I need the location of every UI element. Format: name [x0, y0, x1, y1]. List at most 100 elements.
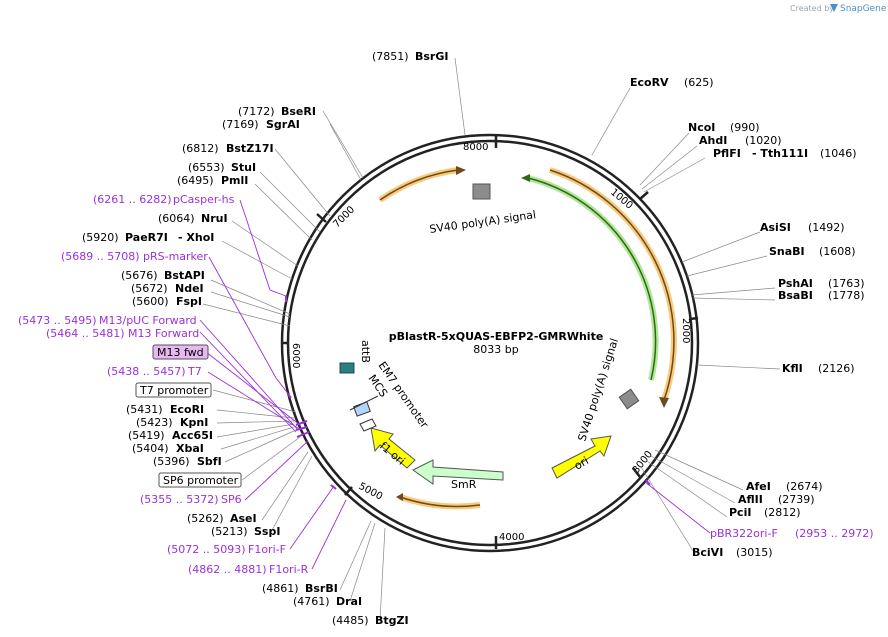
t7-pos: (5438 .. 5457) — [107, 365, 186, 378]
paer7i-name: PaeR7I — [125, 231, 168, 244]
sp6-pos: (5355 .. 5372) — [140, 493, 219, 506]
paer7i-name2: - XhoI — [178, 231, 214, 244]
sv40-top-arc-halo — [378, 167, 459, 203]
pcii-pos: (2812) — [764, 506, 801, 519]
bseri-pos: (7172) — [238, 105, 275, 118]
snabi-pos: (1608) — [819, 245, 856, 258]
bottom-arrowhead-icon — [396, 493, 403, 501]
pmli-pos: (6495) — [177, 174, 214, 187]
sv40-top-arrowhead-icon — [456, 166, 466, 175]
green-arrowhead-icon — [521, 174, 530, 182]
tick-2000: 2000 — [680, 318, 691, 343]
smr-label: SmR — [451, 478, 477, 491]
pshai-pos: (1763) — [828, 277, 865, 290]
ecorv-name: EcoRV — [630, 76, 669, 89]
smr-arrow — [412, 459, 504, 485]
bsrbi-pos: (4861) — [262, 582, 299, 595]
afei-name: AfeI — [746, 480, 771, 493]
plasmid-size: 8033 bp — [473, 343, 518, 356]
ndei-name: NdeI — [175, 282, 204, 295]
sv40-top-label: SV40 poly(A) signal — [429, 208, 537, 236]
green-arc-halo — [527, 175, 659, 381]
stui-pos: (6553) — [188, 161, 225, 174]
sgrai-name: SgrAI — [266, 118, 300, 131]
attb-box — [339, 362, 355, 374]
xbai-pos: (5404) — [132, 442, 169, 455]
bcivi-pos: (3015) — [736, 546, 773, 559]
m13puc-name: M13/pUC Forward — [99, 314, 197, 327]
ncoi-name: NcoI — [688, 121, 715, 134]
prs-pos: (5689 .. 5708) — [61, 250, 140, 263]
ori-label: ori — [572, 454, 591, 472]
fspi-name: FspI — [176, 295, 202, 308]
drai-pos: (4761) — [293, 595, 330, 608]
sv40-top-arc — [379, 169, 459, 201]
asisi-pos: (1492) — [808, 221, 845, 234]
sv40-right-label: SV40 poly(A) signal — [575, 337, 621, 443]
m13f-name: M13 Forward — [128, 327, 199, 340]
em7-arrow — [359, 418, 377, 432]
asisi-name: AsiSI — [760, 221, 791, 234]
sp6-name: SP6 — [221, 493, 242, 506]
tick-8000: 8000 — [463, 142, 488, 153]
ncoi-pos: (990) — [730, 121, 760, 134]
pcasper-name: pCasper-hs — [173, 193, 235, 206]
m13f-pos: (5464 .. 5481) — [46, 327, 125, 340]
bsabi-pos: (1778) — [828, 289, 865, 302]
asei-pos: (5262) — [187, 512, 224, 525]
t7-promoter-box — [135, 382, 212, 398]
pmli-name: PmlI — [221, 174, 248, 187]
bstz17i-pos: (6812) — [182, 142, 219, 155]
f1orir-pos: (4862 .. 4881) — [188, 563, 267, 576]
primer-ticks — [285, 296, 651, 490]
acc65i-pos: (5419) — [128, 429, 165, 442]
f1orif-name: F1ori-F — [248, 543, 286, 556]
sv40-top-terminator-icon — [472, 183, 491, 200]
snapgene-logo-icon — [830, 4, 838, 12]
mcs-line — [349, 395, 379, 411]
sgrai-pos: (7169) — [222, 118, 259, 131]
pflfi-name: PflFI — [713, 147, 741, 160]
tick-4000: 4000 — [499, 532, 524, 543]
brand-name: SnapGene — [840, 4, 887, 14]
kpni-pos: (5423) — [136, 416, 173, 429]
m13-fwd-box — [152, 344, 209, 360]
bcivi-name: BciVI — [692, 546, 723, 559]
f1orir-name: F1ori-R — [269, 563, 309, 576]
green-arc — [527, 177, 657, 381]
sp6-promoter-box — [158, 472, 242, 488]
credit-text: Created by — [790, 4, 834, 13]
f1orif-pos: (5072 .. 5093) — [167, 543, 246, 556]
bstz17i-name: BstZ17I — [226, 142, 274, 155]
bstapi-name: BstAPI — [164, 269, 205, 282]
sv40-right-arrowhead-icon — [659, 397, 669, 408]
pshai-name: PshAI — [778, 277, 813, 290]
tick-7000: 7000 — [331, 204, 357, 230]
primer-leader-lines — [199, 199, 711, 570]
t7-name: T7 — [187, 365, 202, 378]
pbr322-pos: (2953 .. 2972) — [795, 527, 874, 540]
asei-name: AseI — [230, 512, 257, 525]
afei-pos: (2674) — [786, 480, 823, 493]
kfli-name: KflI — [782, 362, 803, 375]
drai-name: DraI — [336, 595, 362, 608]
sspi-pos: (5213) — [211, 525, 248, 538]
prs-name: pRS-marker — [143, 250, 208, 263]
pflfi-name2: - Tth111I — [752, 147, 808, 160]
right-labels: (7851) BsrGI EcoRV (625) NcoI (990) AhdI… — [372, 50, 874, 559]
bsrgi-pos: (7851) — [372, 50, 409, 63]
pflfi-pos: (1046) — [820, 147, 857, 160]
sbfi-pos: (5396) — [153, 455, 190, 468]
kpni-name: KpnI — [180, 416, 208, 429]
aflii-pos: (2739) — [778, 493, 815, 506]
t7-promoter-label: T7 promoter — [139, 384, 209, 397]
m13-fwd-label: M13 fwd — [157, 346, 204, 359]
acc65i-name: Acc65I — [172, 429, 213, 442]
tick-6000: 6000 — [290, 343, 301, 368]
bstapi-pos: (5676) — [121, 269, 158, 282]
m13puc-pos: (5473 .. 5495) — [18, 314, 97, 327]
xbai-name: XbaI — [176, 442, 204, 455]
ecori-pos: (5431) — [126, 403, 163, 416]
plasmid-name: pBlastR-5xQUAS-EBFP2-GMRWhite — [389, 330, 604, 343]
